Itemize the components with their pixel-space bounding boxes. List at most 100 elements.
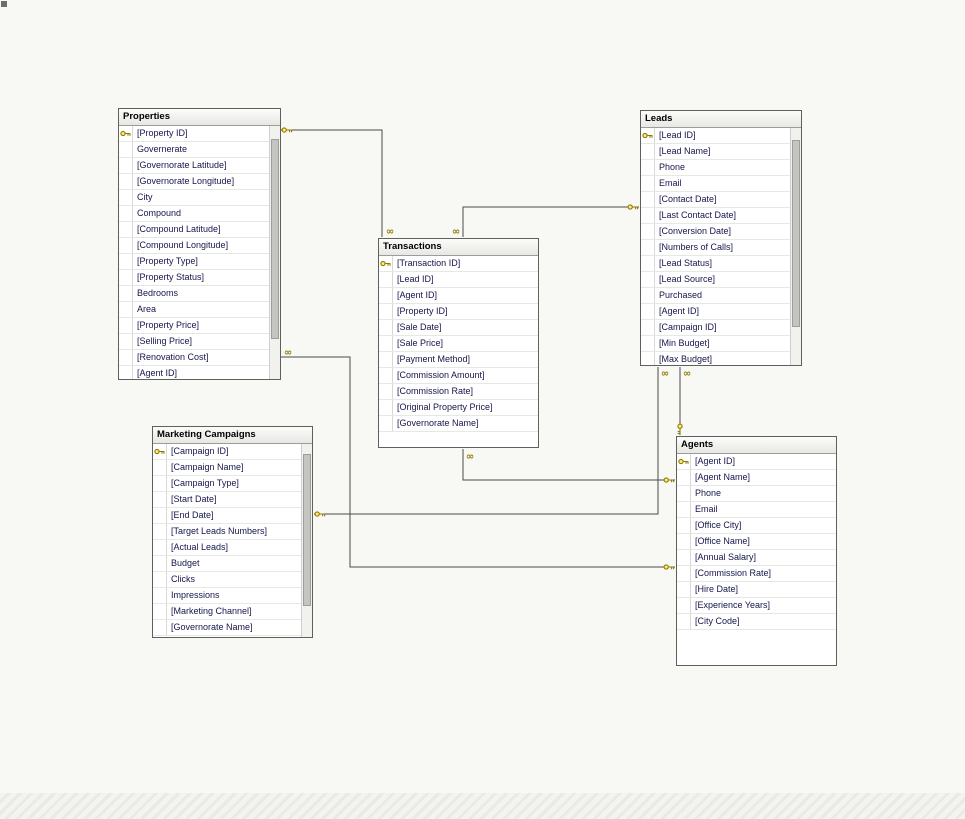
column-row[interactable]: [Original Property Price] [379,400,538,416]
scrollbar-thumb[interactable] [303,453,311,607]
column-row[interactable]: [Property ID] [119,126,269,142]
column-row[interactable]: Area [119,302,269,318]
table-scrollbar[interactable] [269,126,280,379]
column-row[interactable]: [Experience Years] [677,598,836,614]
relationship-leads-agents[interactable]: ∞ [677,367,691,435]
column-row[interactable]: [Governorate Latitude] [119,158,269,174]
scrollbar-thumb[interactable] [792,139,800,328]
column-name: [Property Status] [137,272,205,282]
column-row[interactable]: [Lead ID] [641,128,790,144]
column-row[interactable]: [Agent Name] [677,470,836,486]
table-scrollbar[interactable] [790,128,801,365]
column-row[interactable]: [Lead Name] [641,144,790,160]
column-row[interactable]: [Property ID] [379,304,538,320]
row-icon-cell [153,460,167,475]
column-row[interactable]: [Campaign Type] [153,476,301,492]
table-marketing-campaigns[interactable]: Marketing Campaigns[Campaign ID][Campaig… [152,426,313,638]
column-row[interactable]: [Marketing Channel] [153,604,301,620]
column-row[interactable]: [Governorate Name] [153,620,301,636]
column-row[interactable]: City [119,190,269,206]
column-row[interactable]: [Transaction ID] [379,256,538,272]
column-row[interactable]: [Actual Leads] [153,540,301,556]
column-row[interactable]: [Agent ID] [677,454,836,470]
column-row[interactable]: [Campaign ID] [153,444,301,460]
column-row[interactable]: [Commission Amount] [379,368,538,384]
relationship-transactions-properties[interactable]: ∞ [281,127,394,238]
row-icon-cell [119,158,133,173]
relationship-properties-agents[interactable]: ∞ [281,348,675,570]
column-row[interactable]: [Agent ID] [641,304,790,320]
table-properties[interactable]: Properties[Property ID]Governerate[Gover… [118,108,281,380]
column-row[interactable]: [Property Type] [119,254,269,270]
column-row[interactable]: [Contact Date] [641,192,790,208]
column-name: [Sale Date] [397,322,442,332]
scrollbar-thumb[interactable] [271,138,279,339]
table-title-properties[interactable]: Properties [119,109,280,126]
column-row[interactable]: Email [677,502,836,518]
relationship-transactions-agents[interactable]: ∞ [462,449,675,483]
table-title-transactions[interactable]: Transactions [379,239,538,256]
column-row[interactable]: [Min Budget] [641,336,790,352]
column-row[interactable]: [Office City] [677,518,836,534]
column-row[interactable]: Impressions [153,588,301,604]
column-row[interactable]: [Annual Salary] [677,550,836,566]
column-row[interactable]: [Conversion Date] [641,224,790,240]
column-row[interactable]: [Compound Longitude] [119,238,269,254]
column-row[interactable]: [Agent ID] [379,288,538,304]
column-row[interactable]: [Agent ID] [119,366,269,379]
table-title-leads[interactable]: Leads [641,111,801,128]
column-row[interactable]: [Payment Method] [379,352,538,368]
column-row[interactable]: [Numbers of Calls] [641,240,790,256]
column-row[interactable]: Bedrooms [119,286,269,302]
column-row[interactable]: Email [641,176,790,192]
column-row[interactable]: [Property Price] [119,318,269,334]
column-row[interactable]: [Campaign ID] [641,320,790,336]
table-transactions[interactable]: Transactions[Transaction ID][Lead ID][Ag… [378,238,539,448]
column-row[interactable]: Compound [119,206,269,222]
column-name: [Marketing Channel] [171,606,252,616]
column-name: [Commission Rate] [695,568,772,578]
column-row[interactable]: [Sale Price] [379,336,538,352]
column-row[interactable]: [City Code] [677,614,836,630]
column-row[interactable]: [Campaign Name] [153,460,301,476]
column-row[interactable]: [End Date] [153,508,301,524]
column-row[interactable]: [Renovation Cost] [119,350,269,366]
one-side-key-icon [663,564,675,570]
row-icon-cell [677,598,691,613]
column-row[interactable]: [Sale Date] [379,320,538,336]
column-row[interactable]: [Governorate Name] [379,416,538,432]
column-row[interactable]: Phone [677,486,836,502]
column-row[interactable]: [Max Budget] [641,352,790,365]
column-row[interactable]: [Lead Source] [641,272,790,288]
column-name: [Office Name] [695,536,750,546]
column-row[interactable]: [Hire Date] [677,582,836,598]
column-row[interactable]: [Start Date] [153,492,301,508]
column-row[interactable]: [Target Leads Numbers] [153,524,301,540]
table-columns-marketing-campaigns: [Campaign ID][Campaign Name][Campaign Ty… [153,444,301,637]
column-row[interactable]: [Commission Rate] [677,566,836,582]
column-row[interactable]: [Compound Latitude] [119,222,269,238]
table-title-agents[interactable]: Agents [677,437,836,454]
column-row[interactable]: Clicks [153,572,301,588]
column-row[interactable]: [Commission Rate] [379,384,538,400]
row-icon-cell [379,304,393,319]
column-row[interactable]: [Lead ID] [379,272,538,288]
column-row[interactable]: [Last Contact Date] [641,208,790,224]
relationship-transactions-leads[interactable]: ∞ [452,204,639,238]
column-row[interactable]: [Property Status] [119,270,269,286]
column-row[interactable]: Governerate [119,142,269,158]
relationship-campaigns-leads[interactable]: ∞ [314,367,669,517]
column-row[interactable]: Phone [641,160,790,176]
column-row[interactable]: Budget [153,556,301,572]
column-row[interactable]: [Lead Status] [641,256,790,272]
column-name: [Payment Method] [397,354,471,364]
column-row[interactable]: [Selling Price] [119,334,269,350]
column-row[interactable]: Purchased [641,288,790,304]
column-row[interactable]: [Office Name] [677,534,836,550]
table-title-marketing-campaigns[interactable]: Marketing Campaigns [153,427,312,444]
column-row[interactable]: [Governorate Longitude] [119,174,269,190]
table-scrollbar[interactable] [301,444,312,637]
